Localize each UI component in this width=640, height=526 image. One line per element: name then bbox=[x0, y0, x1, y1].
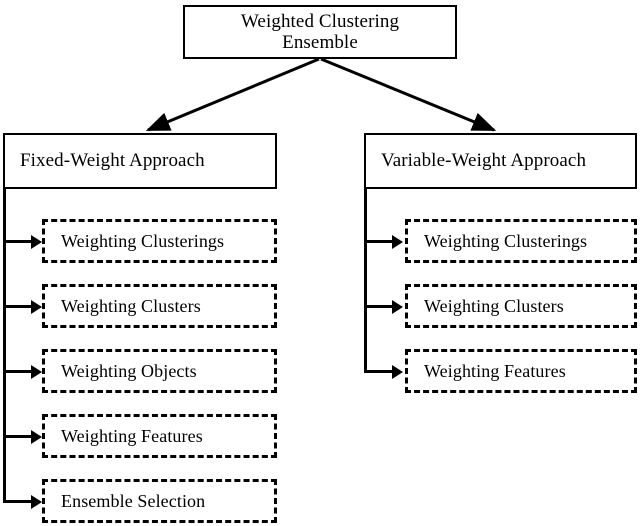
arrowhead-variable-weight-child-3 bbox=[392, 364, 403, 379]
connector-variable-weight-child-2 bbox=[364, 305, 394, 308]
connector-fixed-weight-child-4 bbox=[3, 435, 33, 438]
leaf-variable-weight-weighting-clusters: Weighting Clusters bbox=[405, 284, 637, 328]
leaf-fixed-weight-weighting-objects: Weighting Objects bbox=[42, 349, 277, 393]
arrowhead-fixed-weight-child-1 bbox=[31, 234, 42, 249]
leaf-fixed-weight-weighting-features: Weighting Features bbox=[42, 414, 277, 458]
leaf-label: Ensemble Selection bbox=[61, 490, 206, 511]
arrow-root-to-fixed-weight bbox=[145, 57, 320, 132]
connector-fixed-weight-child-2 bbox=[3, 305, 33, 308]
leaf-label: Weighting Clusters bbox=[424, 295, 564, 316]
leaf-label: Weighting Features bbox=[424, 360, 566, 381]
arrowhead-fixed-weight-child-4 bbox=[31, 429, 42, 444]
leaf-variable-weight-weighting-clusterings: Weighting Clusterings bbox=[405, 219, 637, 263]
node-variable-weight-approach: Variable-Weight Approach bbox=[364, 133, 637, 189]
leaf-label: Weighting Clusterings bbox=[424, 230, 588, 251]
leaf-variable-weight-weighting-features: Weighting Features bbox=[405, 349, 637, 393]
trunk-line-variable-weight bbox=[364, 189, 367, 373]
leaf-label: Weighting Features bbox=[61, 425, 203, 446]
node-fixed-weight-approach-label: Fixed-Weight Approach bbox=[20, 150, 205, 171]
trunk-line-fixed-weight bbox=[3, 189, 6, 503]
leaf-fixed-weight-ensemble-selection: Ensemble Selection bbox=[42, 479, 277, 523]
root-node-label: Weighted Clustering Ensemble bbox=[240, 10, 400, 53]
connector-fixed-weight-child-1 bbox=[3, 240, 33, 243]
arrowhead-fixed-weight-child-3 bbox=[31, 364, 42, 379]
arrowhead-variable-weight-child-2 bbox=[392, 299, 403, 314]
arrow-root-to-variable-weight bbox=[320, 57, 497, 132]
leaf-label: Weighting Clusters bbox=[61, 295, 201, 316]
leaf-label: Weighting Objects bbox=[61, 360, 197, 381]
arrowhead-fixed-weight-child-2 bbox=[31, 299, 42, 314]
connector-variable-weight-child-3 bbox=[364, 370, 394, 373]
connector-fixed-weight-child-5 bbox=[3, 500, 33, 503]
node-fixed-weight-approach: Fixed-Weight Approach bbox=[3, 133, 277, 189]
node-variable-weight-approach-label: Variable-Weight Approach bbox=[381, 150, 587, 171]
connector-fixed-weight-child-3 bbox=[3, 370, 33, 373]
arrowhead-variable-weight-child-1 bbox=[392, 234, 403, 249]
connector-variable-weight-child-1 bbox=[364, 240, 394, 243]
arrowhead-fixed-weight-child-5 bbox=[31, 494, 42, 509]
root-node-weighted-clustering-ensemble: Weighted Clustering Ensemble bbox=[183, 5, 457, 59]
leaf-fixed-weight-weighting-clusters: Weighting Clusters bbox=[42, 284, 277, 328]
leaf-fixed-weight-weighting-clusterings: Weighting Clusterings bbox=[42, 219, 277, 263]
leaf-label: Weighting Clusterings bbox=[61, 230, 225, 251]
